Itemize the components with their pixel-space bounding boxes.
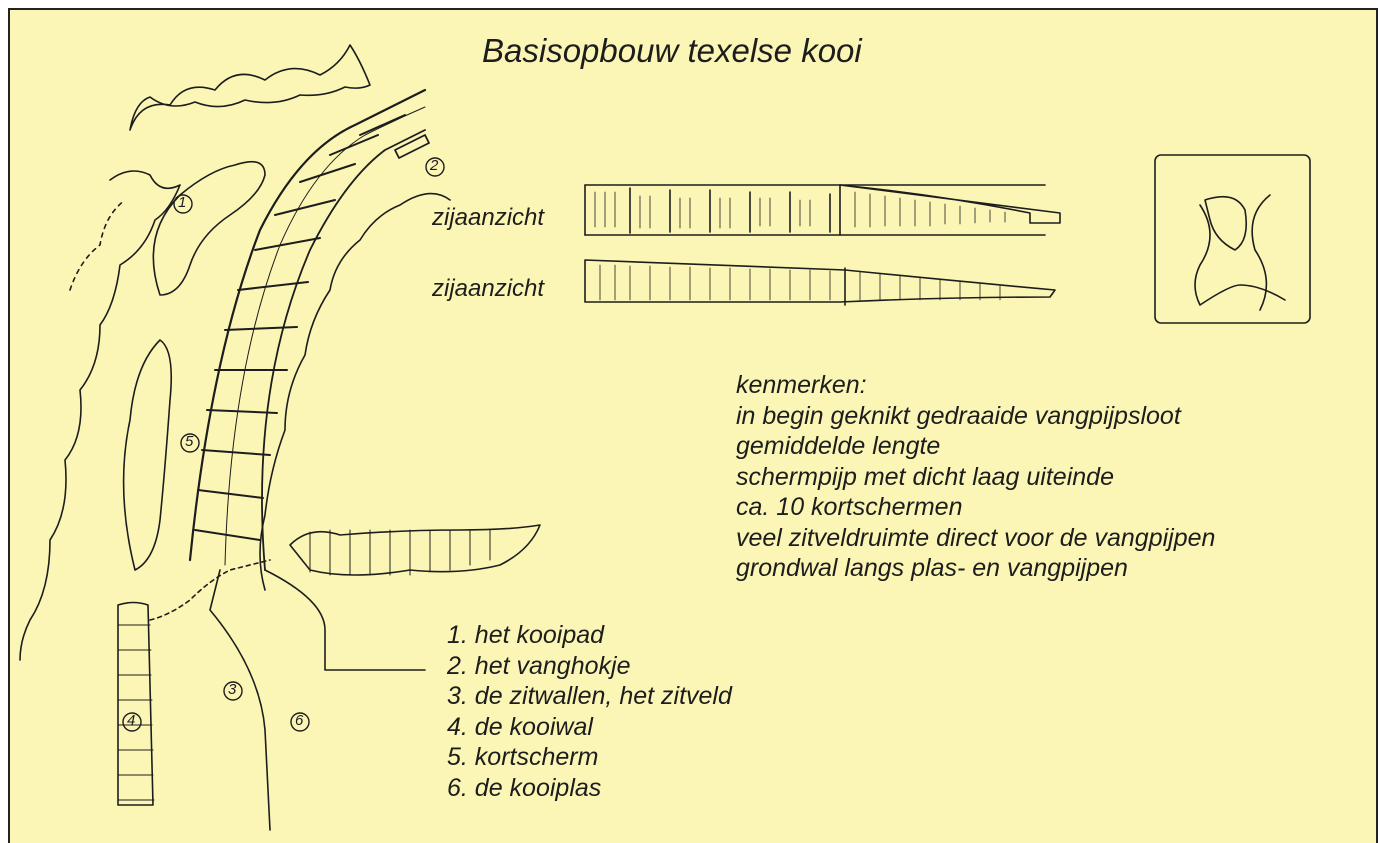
map-marker-2: 2 [430, 157, 438, 174]
legend-item: 5. kortscherm [447, 742, 732, 773]
legend-block: 1. het kooipad 2. het vanghokje 3. de zi… [447, 620, 732, 803]
vangpijp-outer [190, 90, 425, 560]
side-view-label-1: zijaanzicht [432, 204, 544, 232]
feature-item: grondwal langs plas- en vangpijpen [736, 553, 1215, 584]
features-block: kenmerken: in begin geknikt gedraaide va… [736, 370, 1215, 584]
feature-item: veel zitveldruimte direct voor de vangpi… [736, 523, 1215, 554]
legend-item: 6. de kooiplas [447, 773, 732, 804]
hedge-outline-top [130, 45, 370, 130]
diagram-title: Basisopbouw texelse kooi [482, 32, 862, 70]
map-marker-1: 1 [178, 194, 186, 211]
plas-edge-right [265, 570, 425, 670]
feature-item: schermpijp met dicht laag uiteinde [736, 462, 1215, 493]
legend-item: 1. het kooipad [447, 620, 732, 651]
kooipad-strip-1 [153, 162, 265, 295]
vanghokje [395, 135, 429, 158]
zitveld-hatching [310, 530, 490, 575]
map-marker-4: 4 [127, 712, 135, 729]
plas-edge-left [210, 570, 270, 830]
kortscherm-ribs [195, 115, 405, 540]
legend-item: 4. de kooiwal [447, 712, 732, 743]
map-marker-3: 3 [228, 681, 236, 698]
feature-item: in begin geknikt gedraaide vangpijpsloot [736, 401, 1215, 432]
map-marker-5: 5 [185, 433, 193, 450]
feature-item: gemiddelde lengte [736, 431, 1215, 462]
side-view-1-drawing [585, 185, 1060, 235]
kooipad-strip-2 [124, 340, 172, 570]
feature-item: ca. 10 kortschermen [736, 492, 1215, 523]
features-heading: kenmerken: [736, 370, 1215, 401]
hedge-outline-bottom-right [290, 525, 540, 575]
inset-map-drawing [1155, 155, 1310, 323]
side-view-label-2: zijaanzicht [432, 275, 544, 303]
diagram-canvas: Basisopbouw texelse kooi zijaanzicht zij… [8, 8, 1378, 843]
legend-item: 3. de zitwallen, het zitveld [447, 681, 732, 712]
hedge-outline-left-inner [70, 200, 125, 290]
legend-item: 2. het vanghokje [447, 651, 732, 682]
side-view-2-drawing [585, 260, 1055, 305]
vangpijp-inner [262, 130, 425, 570]
map-marker-6: 6 [295, 712, 303, 729]
